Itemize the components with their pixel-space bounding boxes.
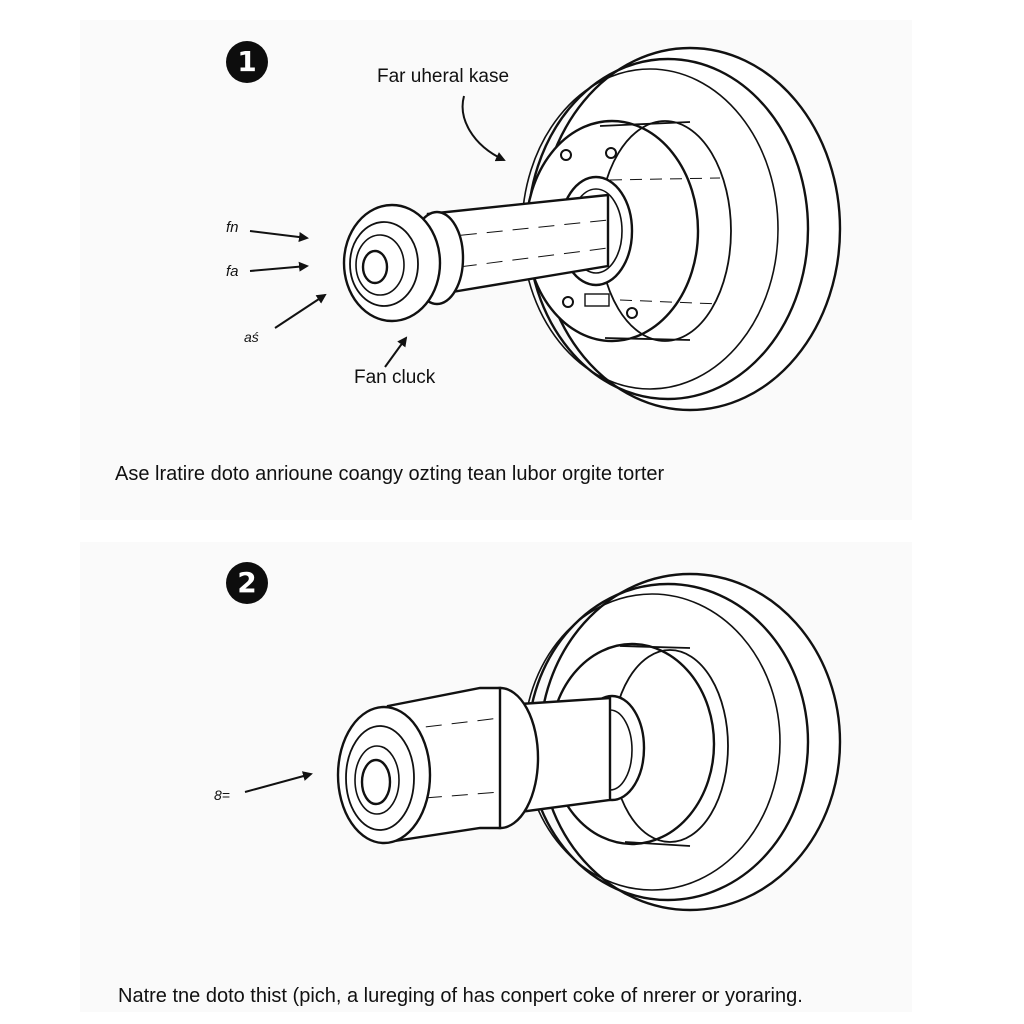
wheel-hub-assembly-1 bbox=[342, 46, 842, 412]
arrow-label-as: aś bbox=[244, 329, 259, 345]
arrow-label-8: 8= bbox=[214, 787, 230, 803]
label-far-uheral-kase: Far uheral kase bbox=[377, 66, 510, 87]
wheel-hub-assembly-2 bbox=[336, 572, 842, 912]
arrow-8 bbox=[244, 771, 313, 793]
arrow-far-uheral-kase bbox=[461, 95, 506, 162]
arrow-label-fa: fa bbox=[226, 263, 239, 280]
step-1-badge: 1 bbox=[226, 41, 268, 83]
end-cap-center-1 bbox=[361, 249, 389, 285]
arrow-fn bbox=[249, 230, 309, 242]
arrow-fan-cluck bbox=[384, 336, 408, 368]
step-2-caption: Natre tne doto thist (pich, a lureging o… bbox=[118, 985, 803, 1007]
step-2-badge: 2 bbox=[226, 562, 268, 604]
label-fan-cluck: Fan cluck bbox=[354, 367, 436, 388]
arrow-as bbox=[274, 293, 327, 329]
arrow-fa bbox=[249, 261, 309, 272]
arrow-label-fn: fn bbox=[226, 219, 239, 236]
step-1-caption: Ase lratire doto anrioune coangy ozting … bbox=[115, 463, 665, 485]
end-cap-center-2 bbox=[360, 758, 392, 806]
